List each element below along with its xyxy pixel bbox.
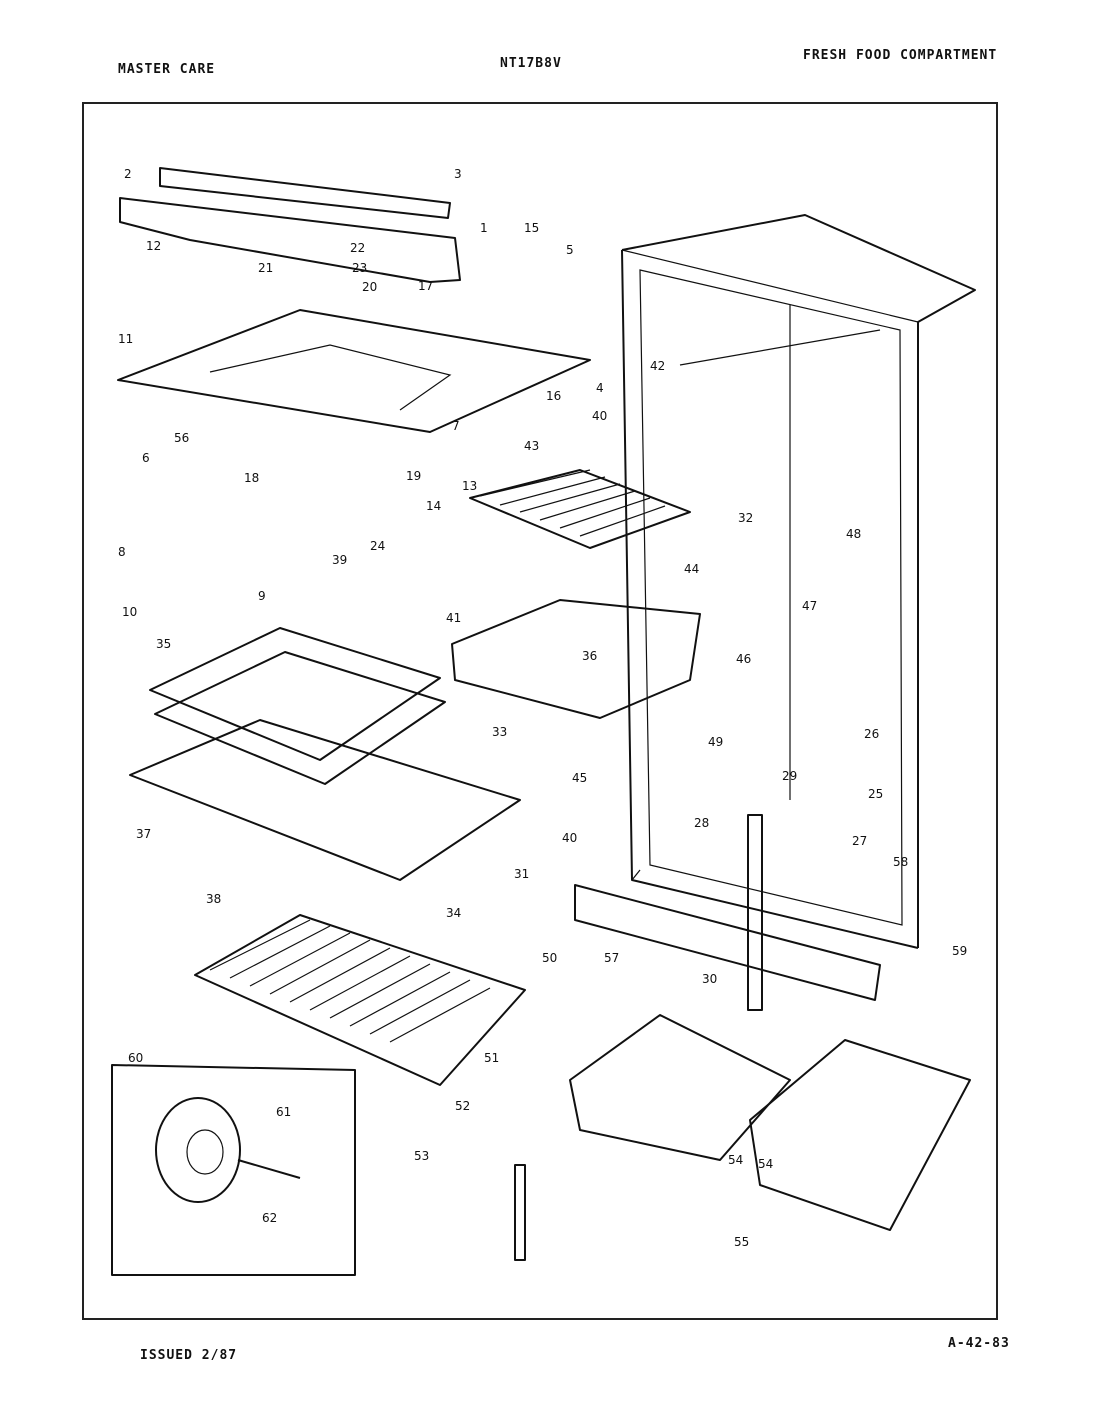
part-number-label: 57 bbox=[604, 951, 619, 965]
part-number-label: 49 bbox=[708, 735, 723, 749]
wheel bbox=[155, 1097, 241, 1203]
part-number-label: 13 bbox=[462, 479, 477, 493]
part-number-label: 4 bbox=[596, 381, 604, 395]
footer-issue-date: ISSUED 2/87 bbox=[140, 1348, 238, 1363]
part-number-label: 41 bbox=[446, 611, 461, 625]
part-number-label: 3 bbox=[454, 167, 462, 181]
part-number-label: 50 bbox=[542, 951, 557, 965]
part-number-label: 51 bbox=[484, 1051, 499, 1065]
part-number-label: 9 bbox=[258, 589, 266, 603]
part-number-label: 38 bbox=[206, 892, 221, 906]
header-section-title: FRESH FOOD COMPARTMENT bbox=[803, 48, 998, 63]
diagram-frame bbox=[82, 102, 998, 1320]
part-number-label: 10 bbox=[122, 605, 137, 619]
part-number-label: 2 bbox=[124, 167, 132, 181]
part-number-label: 18 bbox=[244, 471, 259, 485]
part-number-label: 48 bbox=[846, 527, 861, 541]
part-number-label: 61 bbox=[276, 1105, 291, 1119]
part-number-label: 30 bbox=[702, 972, 717, 986]
part-number-label: 45 bbox=[572, 771, 587, 785]
refrigerator-cabinet bbox=[621, 214, 976, 949]
part-number-label: 40 bbox=[562, 831, 577, 845]
part-number-label: 47 bbox=[802, 599, 817, 613]
part-number-label: 24 bbox=[370, 539, 385, 553]
part-number-label: 58 bbox=[893, 855, 908, 869]
part-number-label: 7 bbox=[452, 419, 460, 433]
part-number-label: 23 bbox=[352, 261, 367, 275]
part-number-label: 29 bbox=[782, 769, 797, 783]
part-number-label: 43 bbox=[524, 439, 539, 453]
part-number-label: 62 bbox=[262, 1211, 277, 1225]
part-number-label: 44 bbox=[684, 562, 699, 576]
header-model-number: NT17B8V bbox=[500, 56, 562, 71]
part-number-label: 60 bbox=[128, 1051, 143, 1065]
part-number-label: 5 bbox=[566, 243, 574, 257]
post bbox=[514, 1164, 526, 1261]
part-number-label: 55 bbox=[734, 1235, 749, 1249]
part-number-label: 22 bbox=[350, 241, 365, 255]
part-number-label: 52 bbox=[455, 1099, 470, 1113]
part-number-label: 32 bbox=[738, 511, 753, 525]
inset-box bbox=[111, 1064, 356, 1276]
part-number-label: 37 bbox=[136, 827, 151, 841]
footer-page-code: A-42-83 bbox=[948, 1336, 1010, 1351]
part-number-label: 28 bbox=[694, 816, 709, 830]
part-number-label: 27 bbox=[852, 834, 867, 848]
axle bbox=[237, 1159, 301, 1179]
part-number-label: 14 bbox=[426, 499, 441, 513]
part-number-label: 35 bbox=[156, 637, 171, 651]
part-number-label: 59 bbox=[952, 944, 967, 958]
part-number-label: 6 bbox=[142, 451, 150, 465]
part-number-label: 25 bbox=[868, 787, 883, 801]
part-number-label: 8 bbox=[118, 545, 126, 559]
part-number-label: 34 bbox=[446, 906, 461, 920]
part-number-label: 21 bbox=[258, 261, 273, 275]
part-number-label: 53 bbox=[414, 1149, 429, 1163]
part-number-label: 31 bbox=[514, 867, 529, 881]
part-number-label: 12 bbox=[146, 239, 161, 253]
control-housing bbox=[117, 167, 591, 433]
part-number-label: 15 bbox=[524, 221, 539, 235]
part-number-label: 20 bbox=[362, 280, 377, 294]
part-number-label: 56 bbox=[174, 431, 189, 445]
shelf-ladder bbox=[747, 814, 763, 1011]
part-number-label: 39 bbox=[332, 553, 347, 567]
part-number-label: 54 bbox=[728, 1153, 743, 1167]
part-number-label: 40 bbox=[592, 409, 607, 423]
part-number-label: 36 bbox=[582, 649, 597, 663]
part-number-label: 17 bbox=[418, 279, 433, 293]
part-number-label: 42 bbox=[650, 359, 665, 373]
part-number-label: 54 bbox=[758, 1157, 773, 1171]
part-number-label: 46 bbox=[736, 652, 751, 666]
part-number-label: 33 bbox=[492, 725, 507, 739]
part-number-label: 26 bbox=[864, 727, 879, 741]
header-brand: MASTER CARE bbox=[118, 62, 216, 77]
crisper-drawers bbox=[569, 884, 971, 1231]
part-number-label: 19 bbox=[406, 469, 421, 483]
part-number-label: 11 bbox=[118, 332, 133, 346]
part-number-label: 16 bbox=[546, 389, 561, 403]
shelves bbox=[129, 469, 701, 1086]
part-number-label: 1 bbox=[480, 221, 488, 235]
